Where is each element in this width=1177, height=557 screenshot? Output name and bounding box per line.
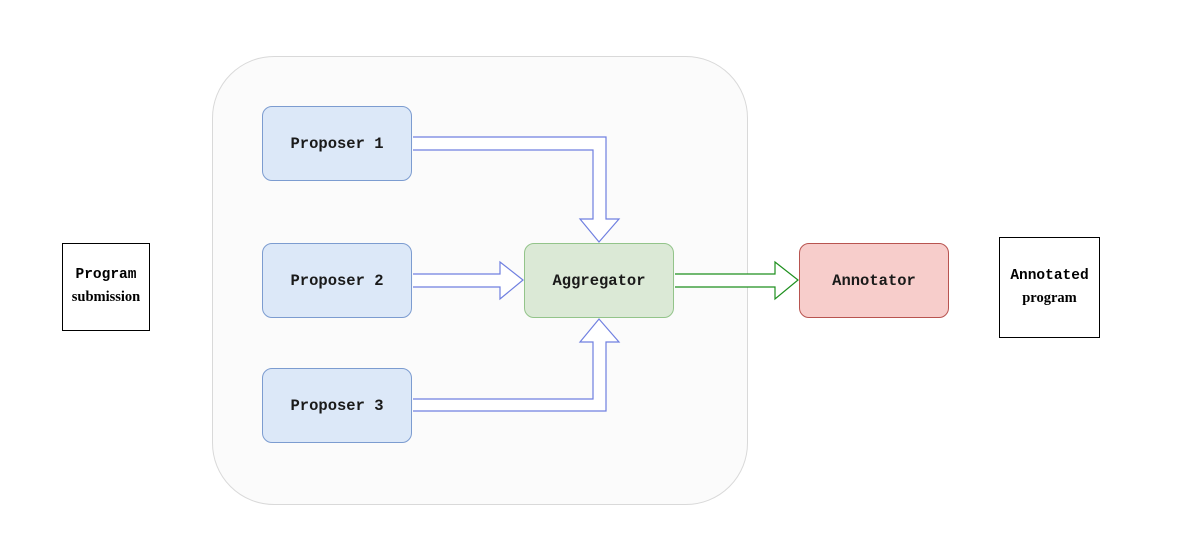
proposer-node-1: Proposer 1 (262, 106, 412, 181)
input-label-line-1: Program (75, 267, 137, 284)
proposer-label-2: Proposer 2 (290, 271, 384, 290)
input-label-line-2: submission (71, 289, 141, 305)
proposer-label-1: Proposer 1 (290, 134, 384, 153)
proposer-label-3: Proposer 3 (290, 396, 384, 415)
arrow-proposer-3-to-aggregator (413, 318, 621, 412)
input-box-program-submission: Program submission (62, 243, 150, 331)
arrow-proposer-1-to-aggregator (413, 136, 621, 243)
aggregator-label: Aggregator (552, 271, 646, 290)
aggregator-node: Aggregator (524, 243, 674, 318)
arrow-proposer-2-to-aggregator (413, 260, 524, 301)
proposer-node-3: Proposer 3 (262, 368, 412, 443)
output-label-line-1: Annotated (1010, 267, 1089, 284)
output-label-line-2: program (1022, 289, 1077, 306)
annotator-label: Annotator (832, 271, 916, 290)
proposer-node-2: Proposer 2 (262, 243, 412, 318)
arrow-aggregator-to-annotator (675, 260, 799, 301)
annotator-node: Annotator (799, 243, 949, 318)
output-box-annotated-program: Annotated program (999, 237, 1100, 338)
